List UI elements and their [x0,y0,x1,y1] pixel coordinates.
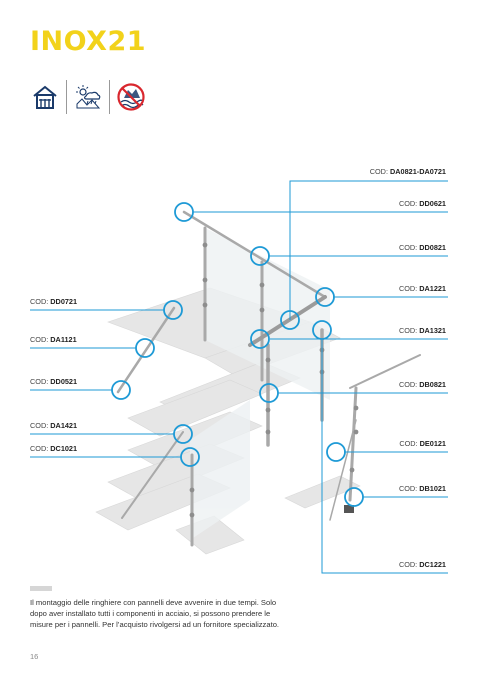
code-label-dd0821: COD: DD0821 [398,243,446,252]
code-label-dc1221: COD: DC1221 [398,560,446,569]
code-label-da1421: COD: DA1421 [30,421,78,430]
usage-icons [30,80,146,114]
glass-panels [190,228,330,540]
installation-note: Il montaggio delle ringhiere con pannell… [30,598,280,629]
code-label-da1321: COD: DA1321 [398,326,446,335]
icon-divider [66,80,67,114]
icon-divider [109,80,110,114]
code-label-db0821: COD: DB0821 [398,380,446,389]
note-marker [30,586,52,591]
page-title: INOX21 [30,26,147,57]
outdoor-weather-icon [73,82,103,112]
code-label-dd0621: COD: DD0621 [398,199,446,208]
code-label-dd0521: COD: DD0521 [30,377,78,386]
callout-lines [30,180,448,574]
code-label-dd0721: COD: DD0721 [30,297,78,306]
code-label-dc1021: COD: DC1021 [30,444,78,453]
code-label-da0821-da0721: COD: DA0821-DA0721 [369,167,446,176]
no-marine-environment-icon [116,82,146,112]
code-label-da1121: COD: DA1121 [30,335,77,344]
code-label-db1021: COD: DB1021 [398,484,446,493]
indoor-house-icon [30,82,60,112]
code-label-da1221: COD: DA1221 [398,284,446,293]
code-label-de0121: COD: DE0121 [399,439,446,448]
callout-circles [111,202,364,507]
page-number: 16 [30,652,39,661]
